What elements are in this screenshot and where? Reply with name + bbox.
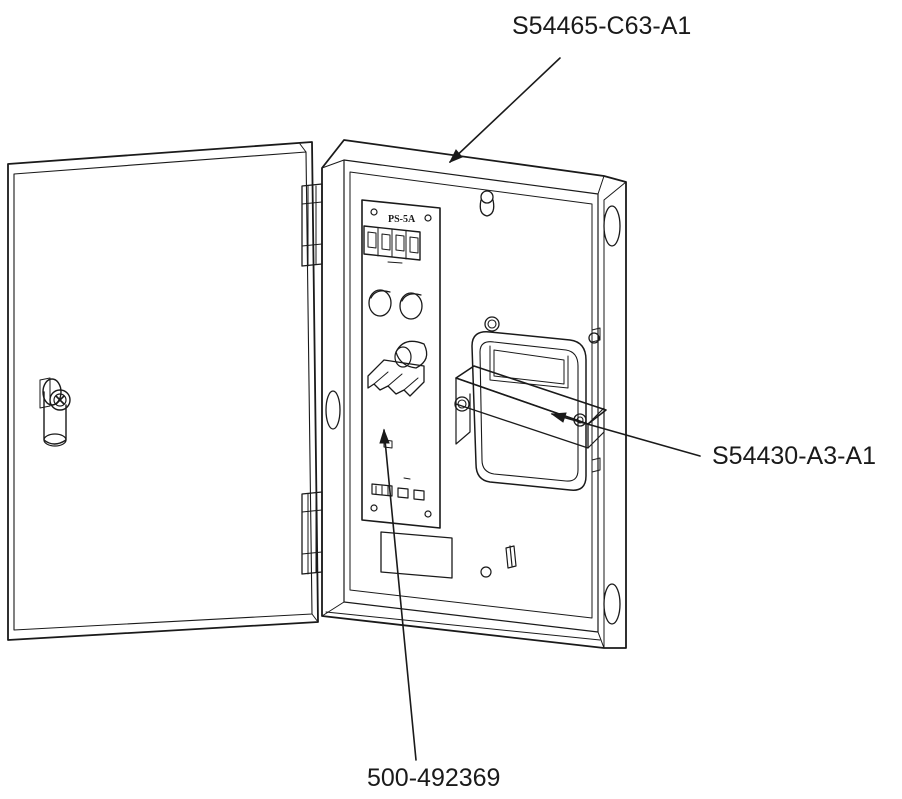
transformer-part-number-label: S54430-A3-A1 xyxy=(712,442,877,470)
ground-tab xyxy=(505,545,517,569)
bracket-left-screw xyxy=(454,396,470,412)
heat-sink xyxy=(367,359,425,397)
power-supply-board-part-number-label: 500-492369 xyxy=(367,764,501,792)
mounting-hole xyxy=(480,566,492,578)
enclosure-box xyxy=(321,139,627,649)
enclosure-door xyxy=(7,141,319,641)
left-knockout xyxy=(325,390,341,430)
bottom-connectors xyxy=(371,477,425,501)
label-plate xyxy=(380,531,453,579)
fuse-1 xyxy=(368,289,392,317)
right-mounting-screw xyxy=(588,332,600,344)
power-supply-board: PS-5A xyxy=(361,199,441,529)
right-lower-knockout xyxy=(603,583,621,625)
transformer-bracket xyxy=(454,365,607,449)
keyhole-slot xyxy=(479,190,495,217)
terminal-block xyxy=(363,225,421,264)
enclosure-part-number-label: S54465-C63-A1 xyxy=(512,12,692,40)
board-silkscreen-title: PS-5A xyxy=(388,214,416,225)
right-upper-knockout xyxy=(603,205,621,247)
lower-hinge xyxy=(301,491,323,575)
leader-lines xyxy=(379,57,701,761)
top-mounting-screw xyxy=(484,316,500,332)
transformer xyxy=(471,316,600,491)
fuse-2 xyxy=(399,292,423,320)
door-lock xyxy=(39,377,71,447)
